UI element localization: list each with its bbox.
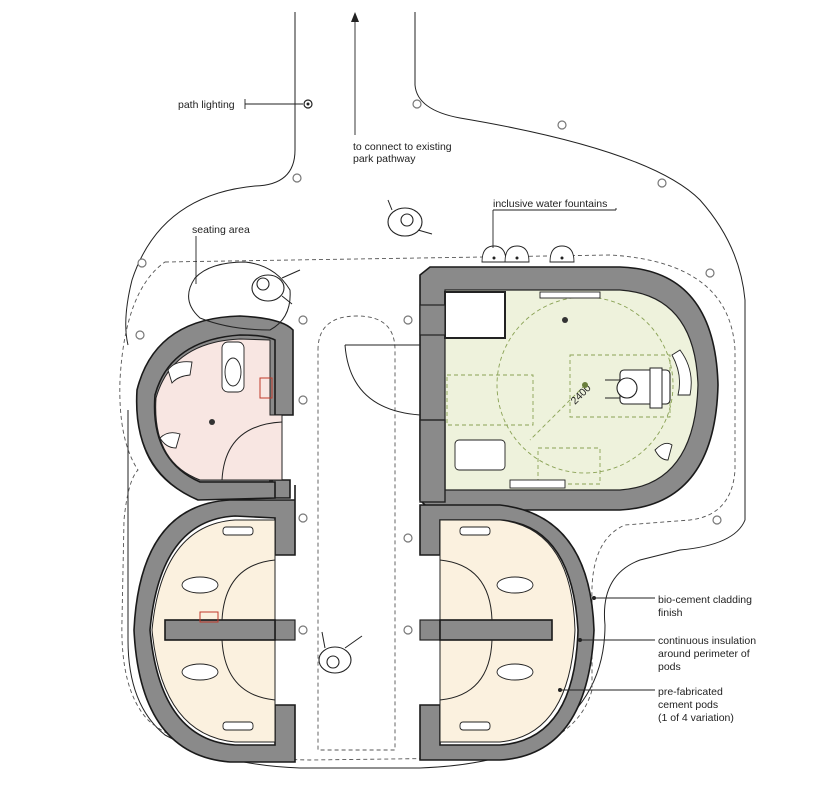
water-fountains: [481, 245, 575, 263]
wheelchair-user-figure: [605, 367, 671, 409]
label-insulation-line3: pods: [658, 661, 681, 673]
pod-upper-left: [135, 315, 294, 501]
storage-block: [444, 291, 506, 339]
label-seating-area: seating area: [192, 224, 250, 236]
label-pods-line2: cement pods: [658, 699, 718, 711]
seating-area: [188, 261, 291, 331]
central-walkway: [317, 315, 396, 751]
path-lights: [135, 99, 722, 635]
label-pods-line3: (1 of 4 variation): [658, 712, 734, 724]
label-water-fountains: inclusive water fountains: [493, 198, 607, 210]
label-pods-line1: pre-fabricated: [658, 686, 723, 698]
site-boundary: [119, 254, 736, 761]
person-figure-walkway: [318, 631, 363, 674]
label-insulation-line1: continuous insulation: [658, 635, 756, 647]
label-insulation-line2: around perimeter of: [658, 648, 750, 660]
direction-arrow: [351, 12, 359, 135]
pod-lower-right: [419, 504, 595, 761]
label-path-lighting: path lighting: [178, 99, 235, 111]
label-connect-line1: to connect to existing: [353, 141, 452, 153]
person-figure-seated: [251, 269, 301, 305]
label-cladding-line1: bio-cement cladding: [658, 594, 752, 606]
pod-accessible: 2400: [344, 266, 719, 511]
label-connect-line2: park pathway: [353, 153, 416, 165]
pod-lower-left: [133, 485, 296, 763]
person-figure-top: [387, 199, 433, 237]
label-cladding-line2: finish: [658, 607, 683, 619]
